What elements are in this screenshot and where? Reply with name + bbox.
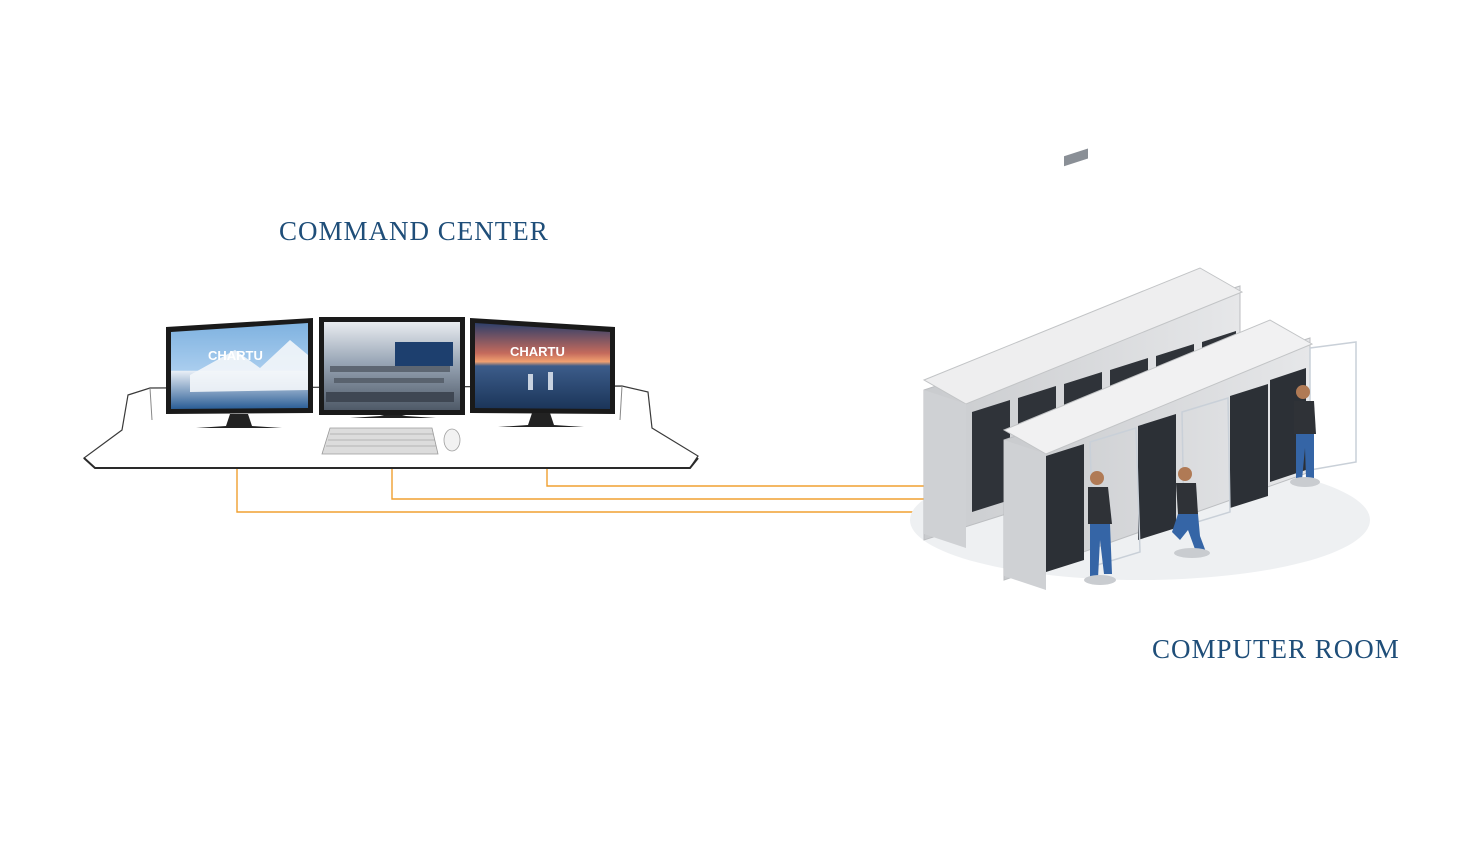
computer-room-label: COMPUTER ROOM (1152, 634, 1400, 664)
technician-right (1290, 385, 1320, 487)
mouse (443, 428, 461, 452)
monitor-left: CHARTU (166, 318, 313, 428)
server-rack-row-front (1002, 148, 1357, 590)
keyboard (321, 427, 439, 455)
technician-kneeling (1172, 467, 1210, 558)
monitor-center (319, 317, 465, 418)
cable-right (546, 466, 926, 487)
command-center-label: COMMAND CENTER (279, 216, 549, 246)
server-room (910, 148, 1370, 590)
monitor-left-brand: CHARTU (208, 348, 263, 363)
rack-door-3 (1309, 341, 1357, 471)
cable-left (236, 468, 926, 513)
monitor-right-brand: CHARTU (510, 344, 565, 359)
cable-middle (391, 462, 926, 500)
technician-left (1084, 471, 1116, 585)
cable-group (236, 462, 926, 513)
monitor-right: CHARTU (470, 318, 615, 427)
